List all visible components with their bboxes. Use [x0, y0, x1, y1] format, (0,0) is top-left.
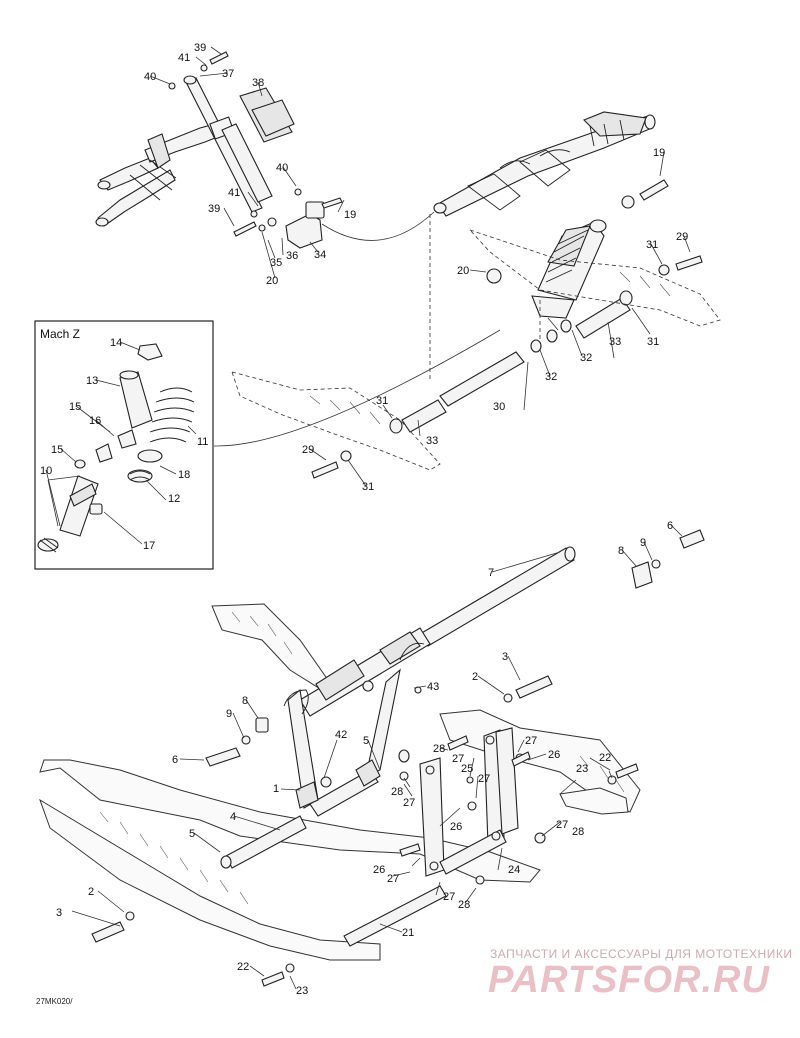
callout-33: 33 — [609, 336, 621, 348]
rear-links — [399, 727, 546, 885]
callout-40: 40 — [276, 162, 288, 174]
callout-39: 39 — [194, 42, 206, 54]
callout-27: 27 — [443, 891, 455, 903]
callout-7: 7 — [488, 567, 494, 579]
callout-5: 5 — [363, 735, 369, 747]
callout-6: 6 — [667, 520, 673, 532]
callout-15: 15 — [51, 444, 63, 456]
callout-6: 6 — [172, 754, 178, 766]
callout-27: 27 — [387, 873, 399, 885]
watermark-tagline: ЗАПЧАСТИ И АКСЕССУАРЫ ДЛЯ МОТОТЕХНИКИ — [490, 947, 792, 961]
callout-31: 31 — [647, 336, 659, 348]
callout-1: 1 — [273, 783, 279, 795]
callout-35: 35 — [270, 257, 282, 269]
drawing-code: 27MK020/ — [36, 997, 73, 1006]
callout-32: 32 — [580, 352, 592, 364]
watermark-logo: PARTSFOR.RU — [488, 959, 770, 1001]
callout-27: 27 — [525, 735, 537, 747]
callout-22: 22 — [237, 961, 249, 973]
callout-12: 12 — [168, 493, 180, 505]
callout-28: 28 — [458, 899, 470, 911]
callout-14: 14 — [110, 337, 122, 349]
steering-column — [168, 51, 295, 213]
callout-28: 28 — [391, 786, 403, 798]
callout-11: 11 — [197, 436, 208, 448]
callout-13: 13 — [86, 375, 98, 387]
callout-25: 25 — [461, 763, 473, 775]
callout-19: 19 — [344, 209, 356, 221]
callout-43: 43 — [427, 681, 439, 693]
callout-4: 4 — [230, 811, 236, 823]
callout-23: 23 — [576, 763, 588, 775]
rear-shock — [486, 179, 669, 319]
callout-29: 29 — [676, 231, 688, 243]
callout-31: 31 — [646, 239, 658, 251]
callout-2: 2 — [88, 886, 94, 898]
callout-15: 15 — [69, 401, 81, 413]
callout-31: 31 — [362, 481, 374, 493]
callout-31: 31 — [376, 395, 388, 407]
mach-z-inset: Mach Z — [34, 320, 214, 570]
shock-mount-shafts — [311, 255, 703, 479]
assembly-connectors — [213, 211, 541, 447]
callout-26: 26 — [548, 749, 560, 761]
callout-36: 36 — [286, 250, 298, 262]
leader-lines — [45, 46, 691, 990]
upper-frame-outline — [231, 229, 721, 471]
fasteners — [91, 529, 705, 987]
lower-frame-rails — [39, 603, 641, 961]
callout-27: 27 — [556, 819, 568, 831]
callout-20: 20 — [457, 265, 469, 277]
inset-title: Mach Z — [40, 327, 80, 341]
callout-29: 29 — [302, 444, 314, 456]
callout-8: 8 — [242, 695, 248, 707]
callout-16: 16 — [89, 415, 101, 427]
callout-27: 27 — [478, 773, 490, 785]
callout-23: 23 — [296, 985, 308, 997]
callout-2: 2 — [472, 671, 478, 683]
callout-30: 30 — [493, 401, 505, 413]
callout-37: 37 — [222, 68, 234, 80]
callout-10: 10 — [40, 465, 52, 477]
front-arm-assembly — [220, 546, 576, 947]
callout-27: 27 — [452, 753, 464, 765]
callout-9: 9 — [226, 708, 232, 720]
callout-19: 19 — [653, 147, 665, 159]
callout-3: 3 — [502, 651, 508, 663]
callout-42: 42 — [335, 729, 347, 741]
callout-40: 40 — [144, 71, 156, 83]
callout-38: 38 — [252, 77, 264, 89]
callout-41: 41 — [228, 187, 240, 199]
callout-9: 9 — [640, 537, 646, 549]
callout-8: 8 — [618, 545, 624, 557]
callout-26: 26 — [373, 864, 385, 876]
callout-28: 28 — [572, 826, 584, 838]
callout-24: 24 — [508, 864, 520, 876]
callout-28: 28 — [433, 743, 445, 755]
upper-arm-assembly — [433, 111, 656, 217]
callout-41: 41 — [178, 52, 190, 64]
watermark: ЗАПЧАСТИ И АКСЕССУАРЫ ДЛЯ МОТОТЕХНИКИ PA… — [488, 947, 792, 1001]
callout-34: 34 — [314, 249, 326, 261]
callout-26: 26 — [450, 821, 462, 833]
callout-17: 17 — [143, 540, 155, 552]
callout-21: 21 — [402, 927, 414, 939]
callout-5: 5 — [189, 828, 195, 840]
callout-33: 33 — [426, 435, 438, 447]
callout-27: 27 — [403, 797, 415, 809]
callout-18: 18 — [178, 469, 190, 481]
column-lower-bracket — [233, 188, 343, 249]
callout-39: 39 — [208, 203, 220, 215]
handlebar-assembly — [95, 123, 221, 227]
callout-22: 22 — [599, 752, 611, 764]
callout-labels: 39 41 37 40 38 40 41 39 19 35 36 34 20 1… — [40, 42, 688, 997]
callout-32: 32 — [545, 371, 557, 383]
callout-3: 3 — [56, 907, 62, 919]
callout-20: 20 — [266, 275, 278, 287]
